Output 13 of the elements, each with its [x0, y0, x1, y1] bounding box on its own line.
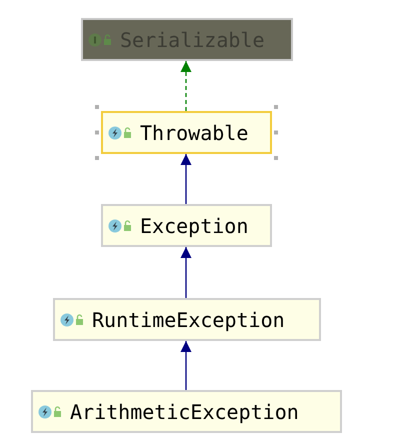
class-name: Exception	[140, 216, 248, 236]
class-box	[81, 18, 293, 61]
class-name: RuntimeException	[92, 310, 285, 330]
class-name: Throwable	[140, 122, 248, 142]
class-name: ArithmeticException	[70, 402, 299, 422]
class-box	[31, 390, 342, 433]
class-box	[53, 298, 321, 341]
inheritance-arrow	[180, 61, 192, 111]
class-box	[101, 204, 272, 247]
inheritance-arrow	[180, 154, 192, 204]
inheritance-arrow	[180, 247, 192, 298]
class-box	[101, 111, 272, 154]
inheritance-arrow	[180, 341, 192, 390]
